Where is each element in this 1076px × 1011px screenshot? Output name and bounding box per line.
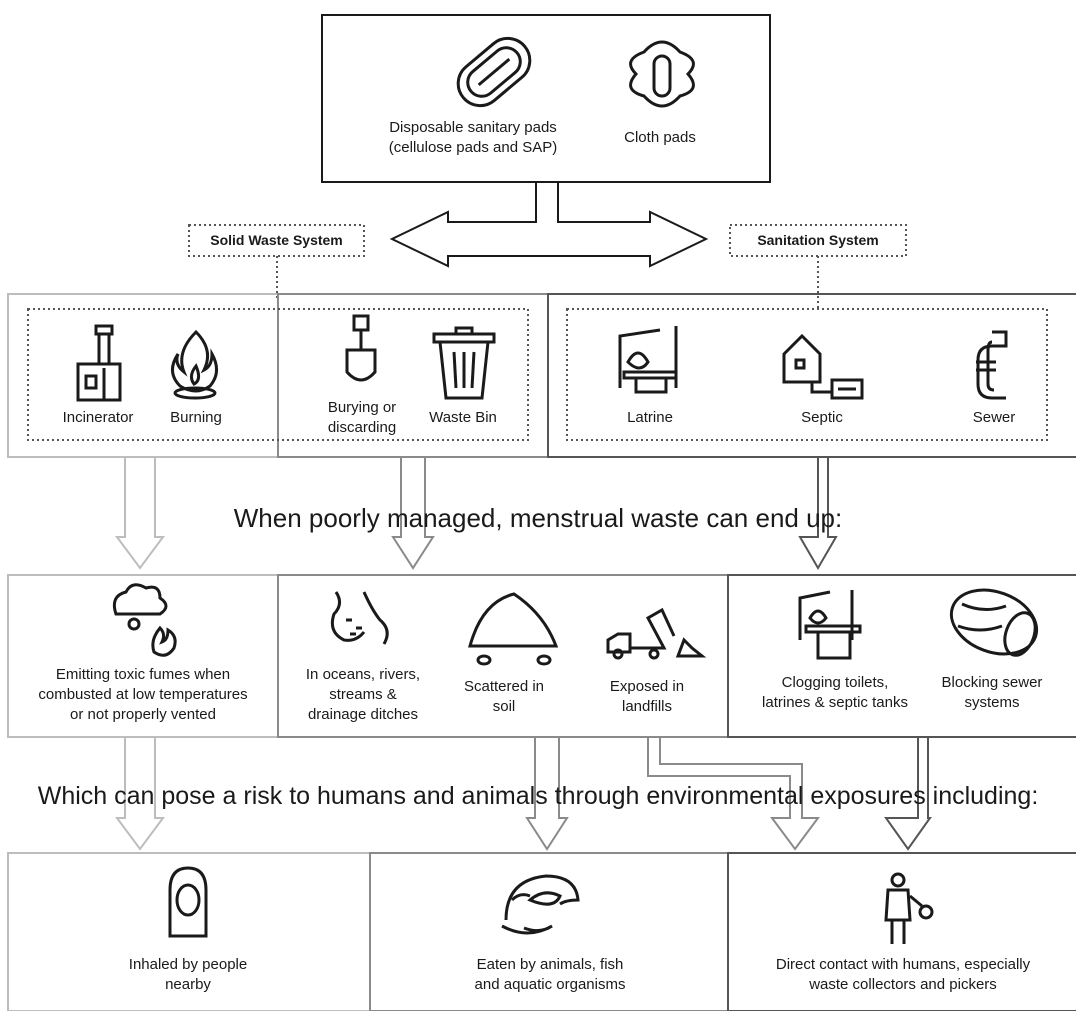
incinerator-icon <box>76 324 122 402</box>
arrow-mid-2 <box>525 737 569 851</box>
banner-end-up: When poorly managed, menstrual waste can… <box>233 503 843 533</box>
inhaled-label: Inhaled by people nearby <box>128 956 248 993</box>
solid-dotted-area <box>27 308 529 441</box>
septic-label: Septic <box>801 409 843 426</box>
shovel-icon <box>345 314 377 382</box>
disposable-pad-icon <box>456 36 532 108</box>
contact-label: Direct contact with humans, especially w… <box>775 956 1031 993</box>
latrine-icon <box>618 326 678 394</box>
waste-picker-icon <box>884 872 934 944</box>
water-icon <box>330 591 389 645</box>
source-box <box>321 14 771 183</box>
exposure-box-right <box>727 852 1076 1011</box>
person-icon <box>168 866 208 938</box>
fumes-label: Emitting toxic fumes when combusted at l… <box>38 666 248 723</box>
arrow-left-1 <box>115 457 165 570</box>
landfill-truck-icon <box>606 607 707 660</box>
outcome-box-right <box>727 574 1076 738</box>
method-box-left <box>7 293 279 458</box>
septic-icon <box>782 333 864 400</box>
arrow-right-2 <box>884 737 932 851</box>
eaten-label: Eaten by animals, fish and aquatic organ… <box>474 956 626 993</box>
oceans-label: In oceans, rivers, streams & drainage di… <box>305 666 421 723</box>
arrow-right-1 <box>798 457 838 570</box>
latrine-label: Latrine <box>627 409 673 426</box>
clogging-toilet-icon <box>798 590 862 660</box>
sanitation-system-label: Sanitation System <box>757 232 879 248</box>
solid-waste-system-label: Solid Waste System <box>210 232 343 248</box>
arrow-left-2 <box>115 737 165 851</box>
arrow-landfill-2 <box>647 737 820 851</box>
waste-bin-icon <box>432 326 496 400</box>
burning-icon <box>171 329 218 400</box>
disposable-pads-label: Disposable sanitary pads (cellulose pads… <box>388 119 558 156</box>
sewer-label: Sewer <box>972 409 1016 426</box>
blocking-label: Blocking sewer systems <box>941 674 1043 711</box>
burying-label: Burying or discarding <box>327 399 397 436</box>
waste-bin-label: Waste Bin <box>429 409 497 426</box>
banner-risk: Which can pose a risk to humans and anim… <box>37 782 1039 810</box>
solid-waste-label-box <box>188 224 365 257</box>
cloth-pad-icon <box>629 40 695 108</box>
burning-label: Burning <box>170 409 222 426</box>
arrow-mid-1 <box>391 457 435 570</box>
soil-label: Scattered in soil <box>463 678 545 715</box>
sewer-icon <box>976 330 1008 400</box>
clogging-label: Clogging toilets, latrines & septic tank… <box>762 674 908 711</box>
fish-wave-icon <box>501 874 580 935</box>
cloth-pads-label: Cloth pads <box>624 129 696 146</box>
double-arrow <box>389 182 709 268</box>
smoke-fire-icon <box>112 583 177 657</box>
sanitation-dotted-area <box>566 308 1048 441</box>
blocked-pipe-icon <box>949 588 1039 657</box>
soil-pile-icon <box>468 592 559 666</box>
incinerator-label: Incinerator <box>62 409 134 426</box>
method-box-right <box>547 293 1076 458</box>
landfills-label: Exposed in landfills <box>609 678 685 715</box>
